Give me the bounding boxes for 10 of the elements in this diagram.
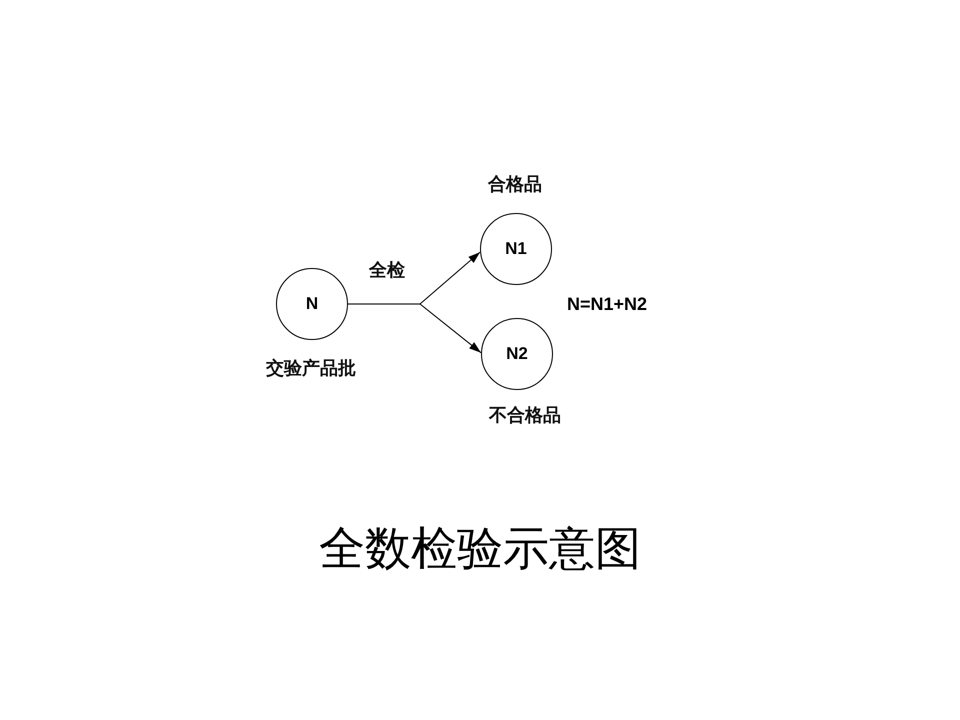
edge-label: 全检 (367, 261, 407, 281)
equation-text: N=N1+N2 (566, 295, 648, 313)
node-caption: 不合格品 (489, 407, 561, 425)
arrow (348, 304, 482, 354)
circle-node: N1 (480, 213, 552, 285)
node-caption: 合格品 (488, 176, 542, 194)
circle-node: N2 (481, 318, 553, 390)
caption: 全数检验示意图 (319, 525, 641, 571)
node-caption: 交验产品批 (266, 360, 356, 378)
circle-node: N (276, 268, 348, 340)
